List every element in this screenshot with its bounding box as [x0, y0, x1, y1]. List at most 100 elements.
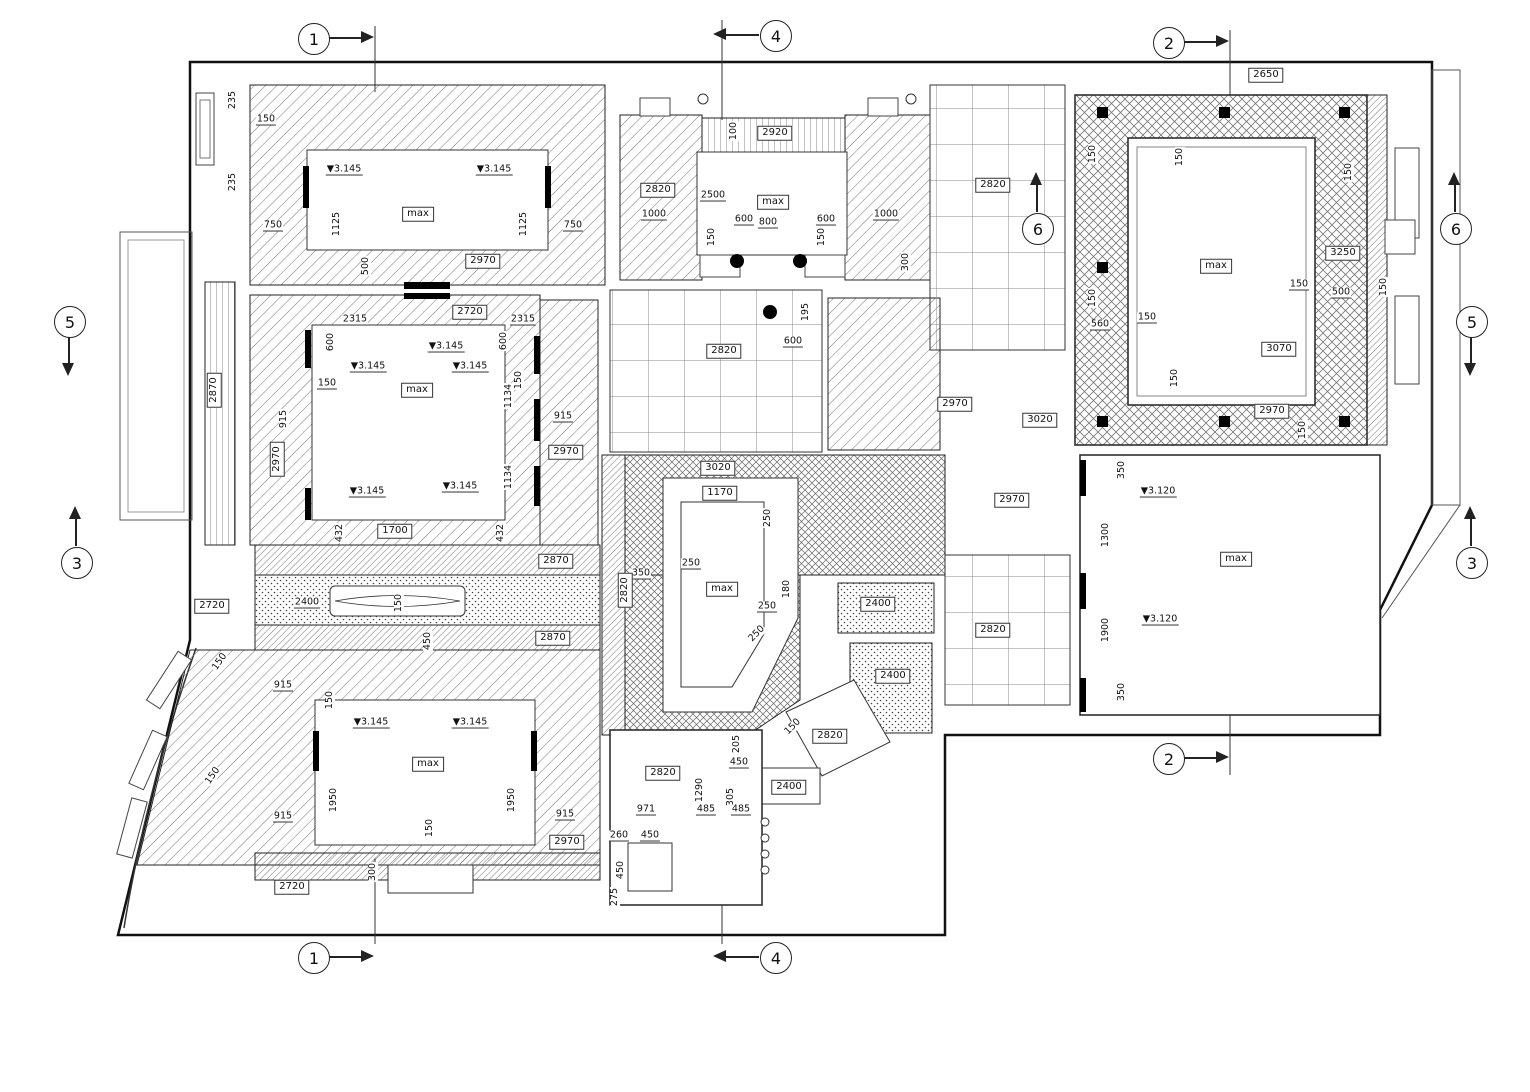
dimension-label: 195: [800, 301, 812, 323]
max-label: max: [401, 382, 433, 398]
dimension-label: 150: [1378, 276, 1390, 298]
dimension-label: 100: [728, 120, 740, 142]
axis-arrow-icon: [1216, 751, 1229, 763]
tile-ceiling-mid: [609, 289, 823, 453]
axis-marker-number: 6: [1022, 213, 1054, 245]
dimension-label: 1000: [872, 208, 900, 221]
dimension-label: 1125: [518, 210, 530, 238]
dimension-label: 800: [757, 216, 779, 229]
dimension-label: 2970: [1254, 403, 1290, 419]
dimension-label: 150: [1297, 419, 1309, 441]
dimension-label: 1125: [331, 210, 343, 238]
axis-marker-1: 1: [296, 21, 374, 55]
dimension-label: 2400: [293, 596, 321, 609]
axis-arrow-icon: [62, 363, 74, 376]
axis-marker-number: 3: [1456, 547, 1488, 579]
dimension-label: 450: [728, 756, 750, 769]
axis-arrow-icon: [1448, 172, 1460, 185]
dimension-label: 600: [815, 213, 837, 226]
axis-marker-3: 3: [1454, 506, 1488, 579]
dimension-label: 2650: [1248, 67, 1284, 83]
dimension-label: 1700: [377, 523, 413, 539]
dimension-label: 2970: [937, 396, 973, 412]
dimension-label: 150: [1087, 287, 1099, 309]
dimension-label: 150: [1169, 367, 1181, 389]
axis-marker-3: 3: [59, 506, 93, 579]
dimension-label: 150: [1087, 143, 1099, 165]
dimension-label: 300: [367, 861, 379, 883]
level-mark: ▼3.145: [451, 360, 489, 373]
dimension-label: 235: [227, 89, 239, 111]
axis-arrow-icon: [75, 518, 77, 546]
axis-arrow-icon: [725, 34, 759, 36]
dimension-label: 915: [272, 679, 294, 692]
dimension-label: 3020: [700, 460, 736, 476]
dimension-label: 2870: [535, 630, 571, 646]
dimension-label: 2720: [452, 304, 488, 320]
dimension-label: 600: [782, 335, 804, 348]
dimension-label: 350: [1116, 459, 1128, 481]
axis-marker-number: 2: [1153, 27, 1185, 59]
axis-arrow-icon: [1184, 757, 1218, 759]
axis-arrow-icon: [1464, 363, 1476, 376]
dimension-label: 2820: [975, 622, 1011, 638]
max-label: max: [706, 581, 738, 597]
dimension-label: 915: [278, 408, 290, 430]
dimension-label: 250: [756, 600, 778, 613]
max-label: max: [402, 206, 434, 222]
dimension-label: 275: [609, 886, 621, 908]
level-mark: ▼3.145: [441, 480, 479, 493]
dimension-label: 1000: [640, 208, 668, 221]
dimension-label: 600: [325, 331, 337, 353]
dimension-label: 2970: [994, 492, 1030, 508]
axis-arrow-icon: [361, 31, 374, 43]
dimension-label: 2970: [269, 441, 285, 477]
dimension-label: 260: [608, 829, 630, 842]
dimension-label: 180: [781, 578, 793, 600]
dimension-label: 2820: [706, 343, 742, 359]
dimension-label: 250: [680, 557, 702, 570]
dimension-label: 150: [255, 113, 277, 126]
axis-arrow-icon: [1184, 41, 1218, 43]
dimension-label: 150: [1288, 278, 1310, 291]
room-mid-left: [119, 231, 599, 546]
axis-marker-number: 5: [54, 306, 86, 338]
axis-marker-number: 1: [298, 23, 330, 55]
axis-arrow-icon: [713, 950, 726, 962]
dimension-label: 432: [334, 522, 346, 544]
dimension-label: 205: [731, 733, 743, 755]
dimension-label: 300: [900, 251, 912, 273]
max-label: max: [1200, 258, 1232, 274]
dimension-label: 150: [1343, 161, 1355, 183]
dimension-label: 3070: [1261, 341, 1297, 357]
axis-arrow-icon: [1030, 172, 1042, 185]
dimension-label: 450: [639, 829, 661, 842]
axis-arrow-icon: [1470, 518, 1472, 546]
axis-marker-number: 1: [298, 942, 330, 974]
room-right-large: [1074, 94, 1388, 446]
dimension-label: 971: [635, 803, 657, 816]
dimension-label: 235: [227, 171, 239, 193]
dimension-label: 150: [424, 817, 436, 839]
right-edge-windows: [1381, 69, 1461, 619]
dimension-label: 2820: [617, 572, 633, 608]
dimension-label: 2720: [194, 598, 230, 614]
room-bottom-left: [116, 649, 601, 894]
dimension-label: 150: [1174, 146, 1186, 168]
dimension-label: 600: [498, 330, 510, 352]
dimension-label: 450: [422, 630, 434, 652]
dimension-label: 150: [706, 226, 718, 248]
dimension-label: 1170: [702, 485, 738, 501]
dimension-label: 2820: [645, 765, 681, 781]
dimension-label: 2870: [538, 553, 574, 569]
level-mark: ▼3.145: [349, 360, 387, 373]
dimension-label: 915: [552, 410, 574, 423]
dimension-label: 2500: [699, 189, 727, 202]
level-mark: ▼3.145: [352, 716, 390, 729]
axis-marker-4: 4: [713, 18, 792, 52]
max-label: max: [412, 756, 444, 772]
axis-marker-number: 3: [61, 547, 93, 579]
dimension-label: 2400: [771, 779, 807, 795]
max-label: max: [1220, 551, 1252, 567]
axis-arrow-icon: [1464, 506, 1476, 519]
